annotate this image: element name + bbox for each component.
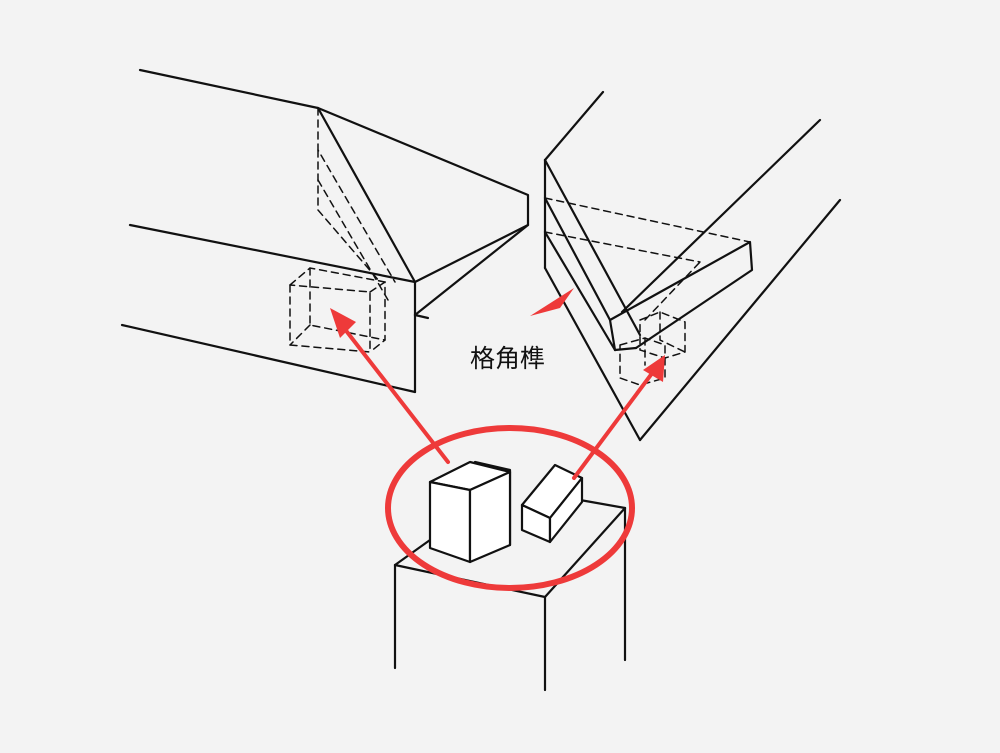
arrow-left-line [342, 326, 450, 464]
small-tenon [520, 463, 584, 544]
joint-label: 格角榫 [470, 344, 546, 373]
arrow-right-line [572, 370, 655, 480]
highlight-circle [385, 425, 635, 591]
large-tenon [428, 460, 512, 564]
arrow-right-head [643, 355, 665, 382]
left-beam [120, 68, 530, 394]
highlight-annotations [330, 288, 665, 591]
right-beam [543, 90, 842, 442]
pointer-arrow [530, 288, 574, 316]
arrow-left-head [330, 308, 356, 338]
